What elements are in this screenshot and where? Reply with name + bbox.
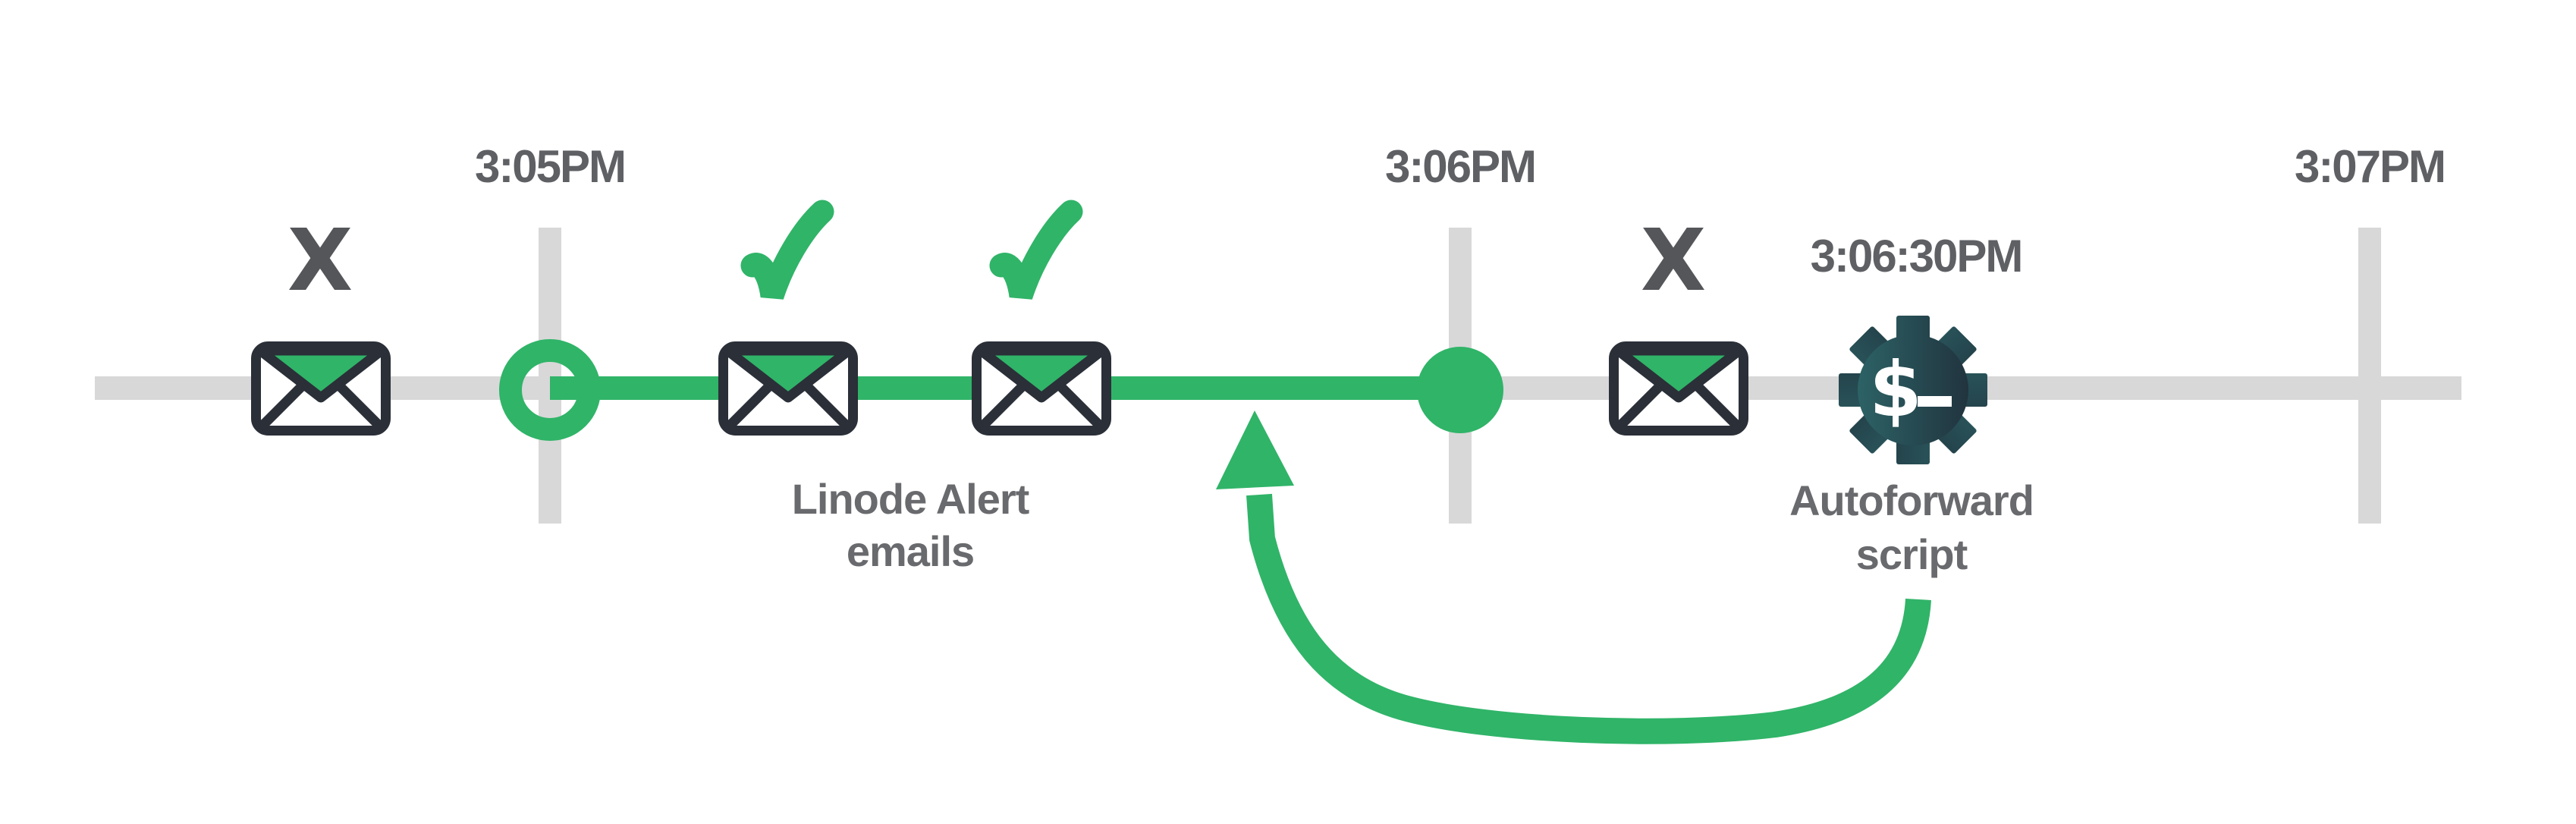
- alert-emails-caption: Linode Alert emails: [792, 475, 1030, 575]
- x-mark-missed-before: X: [287, 212, 353, 310]
- envelope-icon-missed-before: [256, 347, 386, 431]
- alert-emails-caption-line1: Linode Alert: [792, 475, 1029, 523]
- loopback-arrowhead-icon: [1216, 410, 1294, 489]
- envelope-icon-alert-1: [724, 347, 853, 431]
- alert-emails-caption-line2: emails: [847, 527, 974, 575]
- window-close-dot-icon: [1417, 347, 1503, 433]
- x-mark-missed-after: X: [1641, 212, 1706, 310]
- envelope-icon-alert-2: [977, 347, 1107, 431]
- autoforward-caption-line2: script: [1856, 530, 1968, 578]
- tick-label-3-06: 3:06PM: [1385, 141, 1535, 192]
- tick-3-07: [2358, 228, 2381, 524]
- autoforward-timestamp: 3:06:30PM: [1811, 231, 2022, 281]
- envelope-icon-missed-after: [1614, 347, 1744, 431]
- loopback-arrow-shaft: [1246, 493, 1931, 744]
- gear-icon: $: [1839, 316, 1987, 464]
- terminal-prompt-dollar: $: [1869, 345, 1922, 434]
- check-icon-alert-1: [752, 212, 822, 296]
- tick-label-3-05: 3:05PM: [475, 141, 625, 192]
- loopback-arrow: [1216, 410, 1931, 744]
- tick-3-05: [539, 228, 561, 524]
- check-icon-alert-2: [1001, 212, 1071, 296]
- terminal-cursor-underscore: [1918, 396, 1952, 407]
- window-open-ring-icon: [499, 339, 601, 441]
- autoforward-caption-line1: Autoforward: [1789, 476, 2034, 524]
- autoforward-caption: Autoforward script: [1789, 476, 2034, 578]
- tick-label-3-07: 3:07PM: [2295, 141, 2445, 192]
